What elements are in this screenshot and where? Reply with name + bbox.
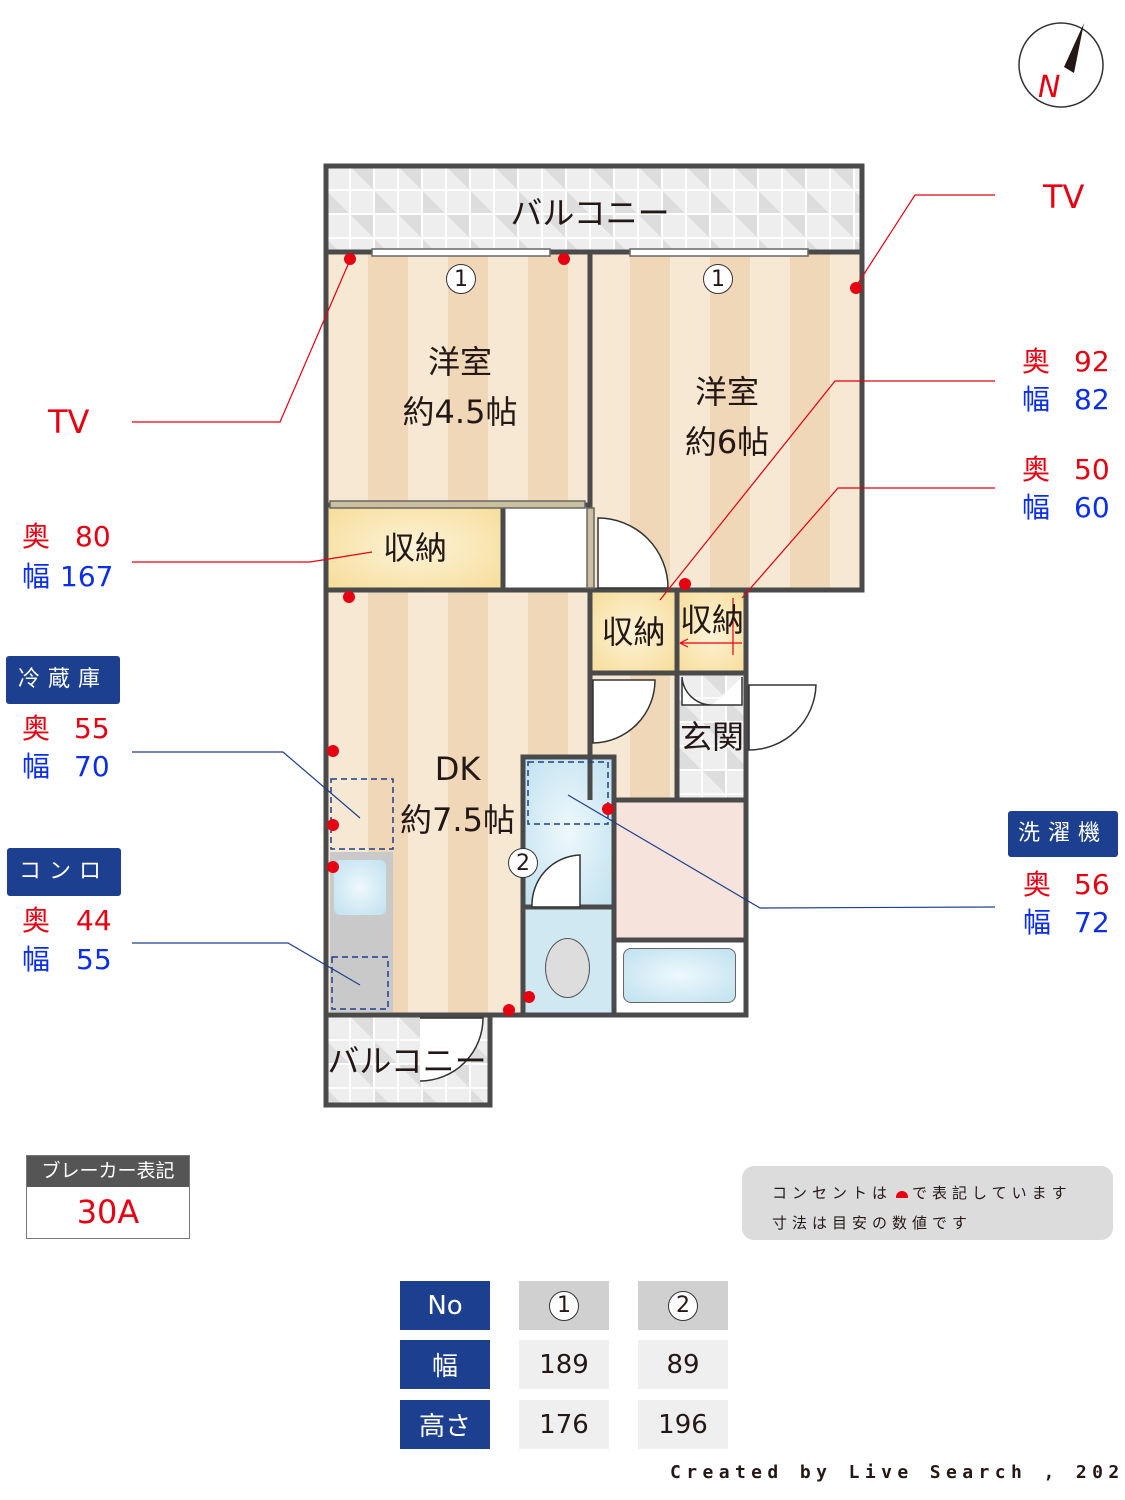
window-mark-1a: 1 — [446, 264, 476, 294]
storage-r2-width-value: 60 — [1074, 491, 1110, 524]
storage-mid-label: 収納 — [601, 613, 666, 651]
stove-badge: コンロ — [7, 848, 121, 896]
room-western-1 — [328, 252, 590, 505]
outlet-markers — [327, 253, 862, 1016]
washer-width-value: 72 — [1074, 906, 1110, 939]
row-height-2: 196 — [638, 1400, 728, 1449]
header-2: 2 — [638, 1281, 728, 1330]
storage-right-label: 収納 — [679, 601, 744, 639]
walls-and-lines — [132, 163, 996, 1108]
balcony-top — [325, 165, 863, 252]
stove-depth-value: 44 — [76, 904, 112, 937]
compass: N — [1016, 21, 1106, 111]
breaker-label: ブレーカー表記 — [27, 1156, 189, 1187]
sink-icon — [334, 860, 386, 915]
stove-depth-label: 奥 — [22, 904, 51, 937]
footer-credit: Created by Live Search , 2024/6 — [670, 1462, 1125, 1483]
row-width-1: 189 — [519, 1340, 609, 1389]
fridge-width-value: 70 — [74, 750, 110, 783]
compass-north-arrow-icon: N — [1018, 22, 1104, 108]
toilet-icon — [545, 938, 590, 998]
bathtub-icon — [623, 948, 736, 1003]
storage-left-label: 収納 — [382, 529, 447, 567]
dk-size: 約7.5帖 — [400, 801, 515, 839]
stove-width-value: 55 — [76, 943, 112, 976]
breaker-value: 30A — [76, 1193, 140, 1231]
balcony-top-label: バルコニー — [510, 194, 670, 232]
storage-r2-depth-label: 奥 — [1022, 453, 1051, 486]
storage-r2-depth-value: 50 — [1074, 453, 1110, 486]
room1-name: 洋室 — [427, 343, 492, 381]
row-width-label: 幅 — [400, 1340, 490, 1389]
room2-name: 洋室 — [694, 373, 759, 411]
depth-value: 80 — [75, 520, 111, 553]
row-height-1: 176 — [519, 1400, 609, 1449]
width-value: 167 — [60, 560, 114, 593]
fridge-depth-label: 奥 — [22, 712, 51, 745]
window-mark-1b: 1 — [703, 264, 733, 294]
washer-width-label: 幅 — [1023, 906, 1052, 939]
tv-left-label: TV — [48, 403, 90, 441]
storage-r2-width-label: 幅 — [1022, 491, 1051, 524]
header-1: 1 — [519, 1281, 609, 1330]
row-height-label: 高さ — [400, 1400, 490, 1449]
balcony-bottom-label: バルコニー — [327, 1042, 487, 1080]
outlet-note: コンセントはで表記しています 寸法は目安の数値です — [742, 1166, 1113, 1240]
fridge-width-label: 幅 — [22, 750, 51, 783]
room1-size: 約4.5帖 — [402, 393, 518, 431]
storage-r1-width-label: 幅 — [1022, 383, 1051, 416]
storage-mid — [590, 590, 677, 673]
washer-badge: 洗濯機 — [1008, 811, 1118, 857]
storage-right — [677, 590, 746, 673]
washer-depth-label: 奥 — [1023, 868, 1052, 901]
room2-size: 約6帖 — [684, 423, 770, 461]
entrance-label: 玄関 — [679, 718, 744, 756]
floor-plan: バルコニー 1 1 2 洋室 約4.5帖 洋室 約6帖 収納 収納 収納 玄関 … — [132, 163, 996, 1108]
row-width-2: 89 — [638, 1340, 728, 1389]
width-label: 幅 — [22, 560, 51, 593]
breaker-box: ブレーカー表記 30A — [26, 1155, 190, 1239]
tv-right-label: TV — [1043, 178, 1085, 216]
compass-label: N — [1038, 70, 1060, 105]
stove-width-label: 幅 — [22, 943, 51, 976]
storage-r1-depth-label: 奥 — [1022, 345, 1051, 378]
storage-left — [328, 505, 503, 590]
storage-r1-width-value: 82 — [1074, 383, 1110, 416]
dk-name: DK — [434, 750, 481, 788]
fridge-depth-value: 55 — [74, 712, 110, 745]
header-no: No — [400, 1281, 490, 1330]
fridge-badge: 冷蔵庫 — [6, 656, 120, 704]
outlet-marker-icon — [896, 1191, 909, 1198]
window-mark-2: 2 — [508, 848, 538, 878]
washer-depth-value: 56 — [1074, 868, 1110, 901]
storage-r1-depth-value: 92 — [1074, 345, 1110, 378]
washroom — [614, 800, 746, 940]
depth-label: 奥 — [22, 520, 51, 553]
